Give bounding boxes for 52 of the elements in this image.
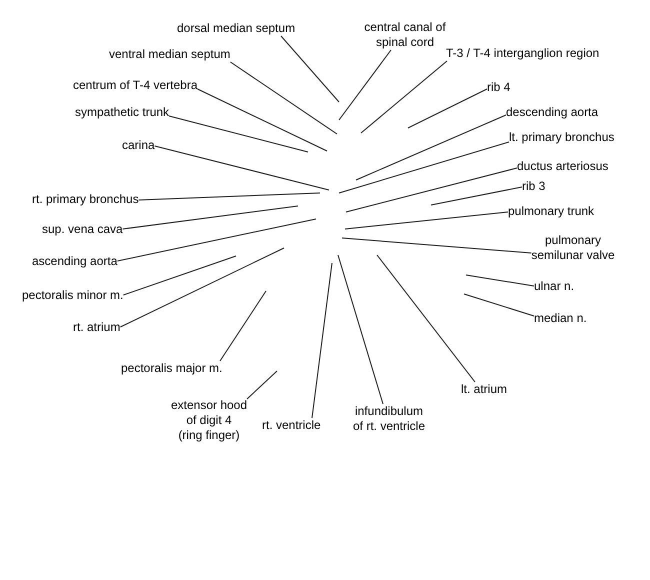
structure-label: median n. bbox=[534, 311, 587, 326]
structure-label: rt. ventricle bbox=[262, 418, 321, 433]
structure-label: ductus arteriosus bbox=[517, 159, 608, 174]
structure-label: infundibulum of rt. ventricle bbox=[352, 404, 426, 434]
leader-line bbox=[430, 186, 522, 206]
leader-line bbox=[342, 238, 532, 254]
leader-line bbox=[230, 62, 338, 134]
leader-line bbox=[116, 218, 316, 262]
structure-label: pulmonary semilunar valve bbox=[531, 233, 615, 263]
leader-line bbox=[312, 262, 332, 418]
leader-line bbox=[280, 36, 340, 102]
leader-line bbox=[376, 254, 476, 382]
leader-line bbox=[120, 248, 284, 328]
leader-line bbox=[154, 146, 330, 190]
leader-line bbox=[408, 88, 488, 128]
leader-line bbox=[220, 290, 266, 362]
structure-label: lt. primary bronchus bbox=[509, 130, 614, 145]
leader-line bbox=[466, 274, 534, 286]
leader-line bbox=[338, 254, 384, 404]
leader-line bbox=[464, 294, 534, 316]
structure-label: central canal of spinal cord bbox=[364, 20, 446, 50]
leader-line bbox=[138, 192, 320, 200]
structure-label: descending aorta bbox=[506, 105, 598, 120]
leader-line bbox=[360, 60, 448, 134]
leader-line bbox=[168, 116, 308, 152]
structure-label: sympathetic trunk bbox=[75, 105, 170, 120]
structure-label: ventral median septum bbox=[109, 47, 230, 62]
leader-line bbox=[338, 142, 510, 194]
structure-label: pulmonary trunk bbox=[508, 204, 594, 219]
leader-line bbox=[356, 114, 506, 180]
leader-line bbox=[122, 206, 298, 230]
structure-label: sup. vena cava bbox=[42, 222, 123, 237]
structure-label: extensor hood of digit 4 (ring finger) bbox=[170, 398, 248, 443]
structure-label: ulnar n. bbox=[534, 279, 574, 294]
structure-label: T-3 / T-4 interganglion region bbox=[446, 46, 600, 61]
structure-label: rib 3 bbox=[522, 179, 546, 194]
leader-line bbox=[346, 168, 518, 212]
structure-label: ascending aorta bbox=[32, 254, 118, 269]
leader-line bbox=[338, 50, 392, 120]
structure-label: dorsal median septum bbox=[177, 21, 296, 36]
structure-label: lt. atrium bbox=[461, 382, 508, 397]
structure-label: rt. atrium bbox=[73, 320, 120, 335]
structure-label: pectoralis minor m. bbox=[22, 288, 124, 303]
structure-label: carina bbox=[122, 138, 155, 153]
structure-label: rib 4 bbox=[487, 80, 510, 95]
structure-label: pectoralis major m. bbox=[121, 361, 222, 376]
leader-line bbox=[197, 88, 328, 152]
leader-line bbox=[344, 212, 508, 230]
leader-line bbox=[246, 370, 278, 400]
leader-line bbox=[122, 256, 236, 296]
structure-label: centrum of T-4 vertebra bbox=[73, 78, 198, 93]
structure-label: rt. primary bronchus bbox=[32, 192, 139, 207]
